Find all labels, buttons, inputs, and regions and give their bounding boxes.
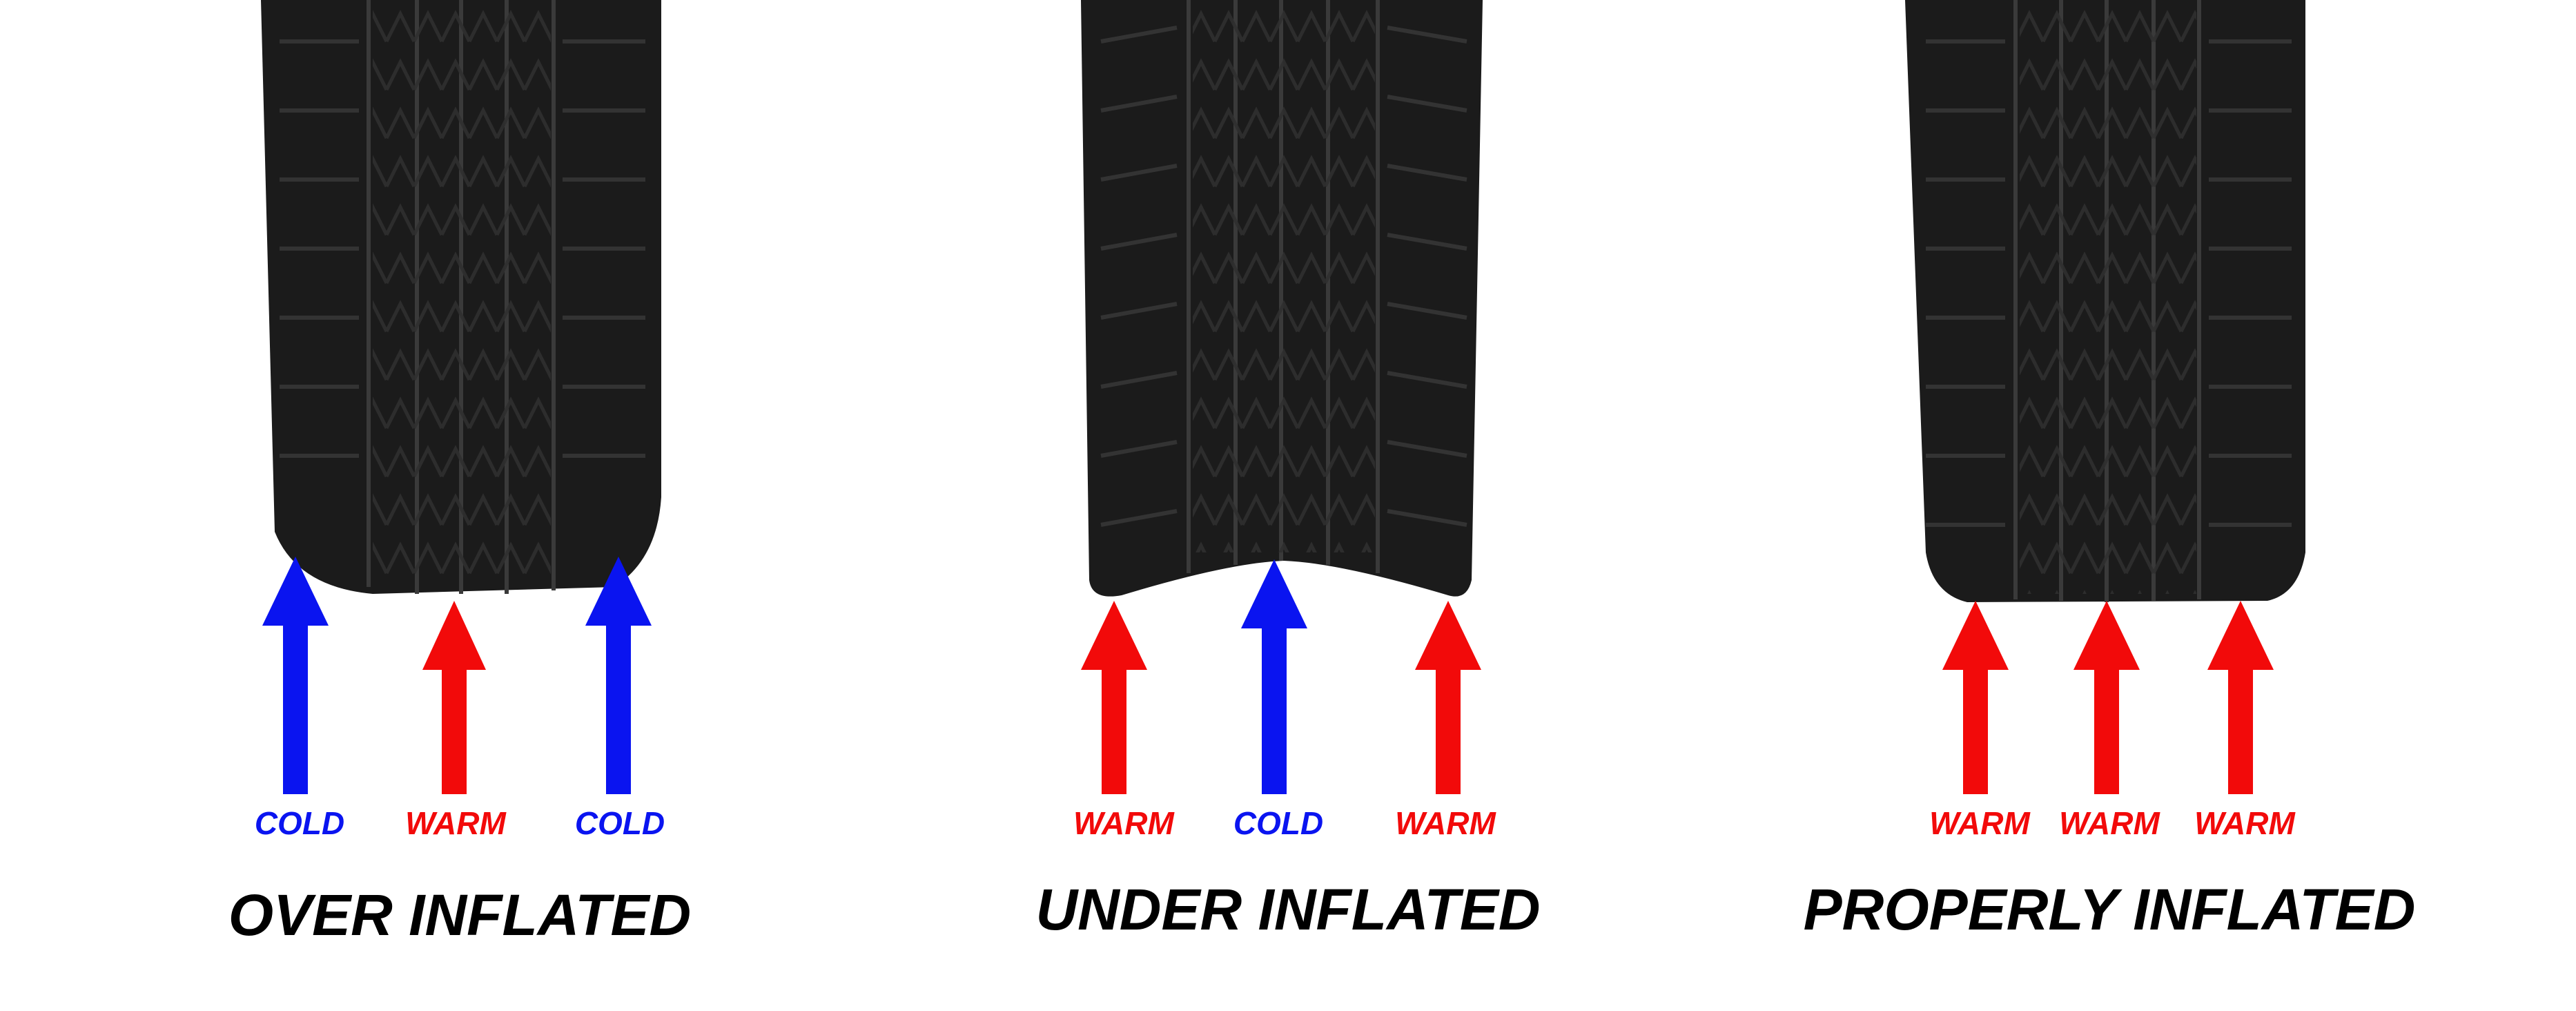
arrow-proper-left [1942,601,2009,794]
arrow-label-under-left: WARM [1073,805,1175,841]
tire-properly-inflated [1905,0,2305,602]
arrow-under-right [1415,601,1481,794]
arrow-over-right [585,557,652,794]
panel-title-under-inflated: UNDER INFLATED [1035,877,1540,942]
arrow-over-left [262,557,329,794]
arrow-label-over-left: COLD [255,805,344,841]
arrow-under-left [1081,601,1147,794]
arrow-proper-center [2074,601,2140,794]
arrow-label-proper-center: WARM [2059,805,2160,841]
arrow-label-under-right: WARM [1395,805,1496,841]
tread-chevrons [1193,0,1375,552]
panel-over-inflated: COLD WARM COLD OVER INFLATED [228,0,691,947]
tire-over-inflated [261,0,661,594]
arrow-proper-right [2207,601,2274,794]
tire-under-inflated [1081,0,1483,597]
arrow-label-under-center: COLD [1233,805,1323,841]
tread-side-blocks [1100,26,1467,527]
tread-chevrons [373,0,551,587]
arrow-label-over-center: WARM [405,805,507,841]
panel-properly-inflated: WARM WARM WARM PROPERLY INFLATED [1804,0,2416,942]
arrow-label-proper-right: WARM [2194,805,2296,841]
arrow-under-center [1241,559,1307,794]
tread-chevrons [2020,0,2196,594]
panel-title-over-inflated: OVER INFLATED [228,883,691,947]
tread-side-blocks [1926,39,2292,527]
tread-side-blocks [280,39,645,458]
panel-under-inflated: WARM COLD WARM UNDER INFLATED [1035,0,1541,942]
arrow-label-over-right: COLD [575,805,665,841]
panel-title-properly-inflated: PROPERLY INFLATED [1804,877,2416,942]
arrow-over-center [422,601,486,794]
arrow-label-proper-left: WARM [1929,805,2031,841]
